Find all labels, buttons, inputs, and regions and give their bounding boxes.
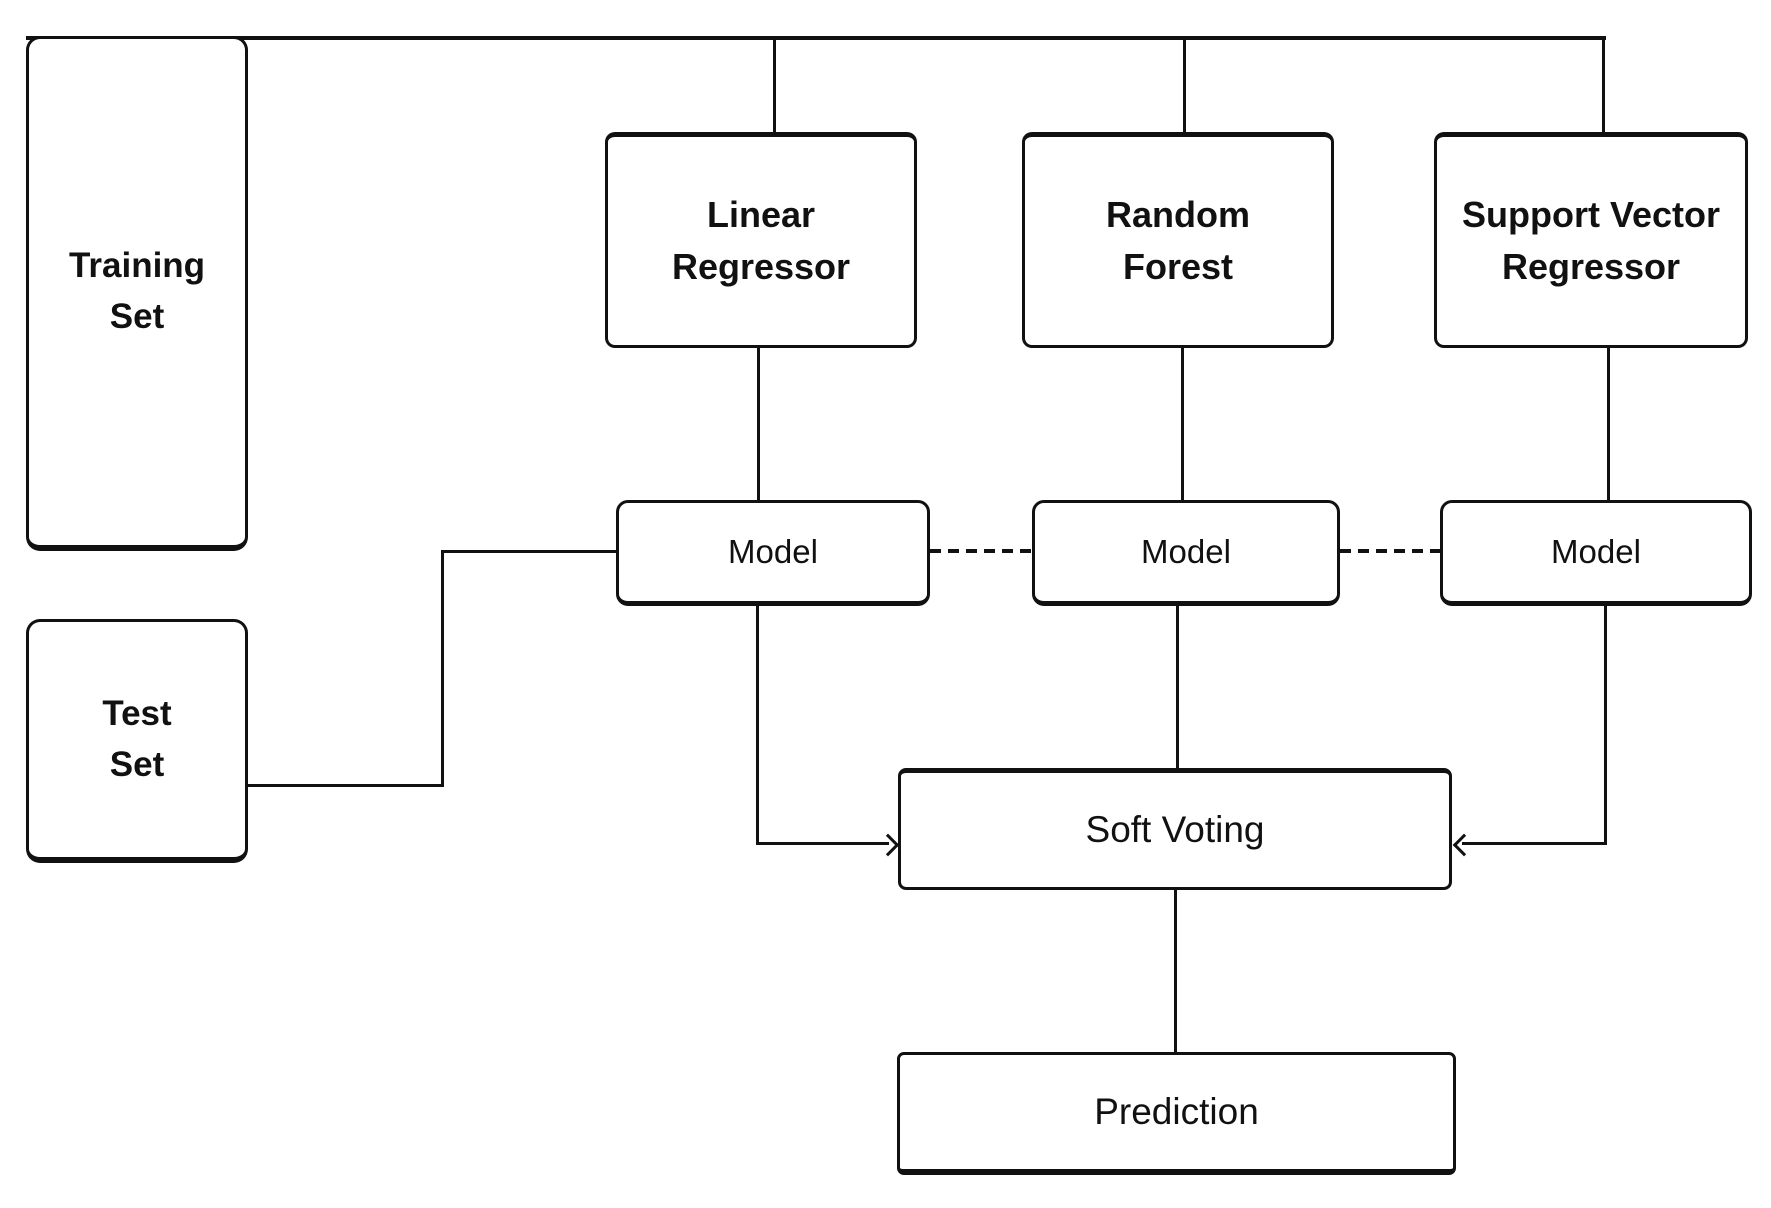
linear-regressor-label-line1: Linear (706, 193, 816, 235)
connector-dashed-model2-model3 (1340, 549, 1440, 553)
model-svr-label: Model (1551, 532, 1641, 570)
test-set-label-line1: Test (102, 693, 172, 733)
model-random-forest-node: Model (1032, 500, 1340, 606)
arrowhead-into-voting-left-icon (876, 833, 900, 857)
connector-linear-to-model (757, 345, 760, 503)
svr-label-line2: Regressor (1501, 246, 1681, 287)
soft-voting-node: Soft Voting (898, 768, 1452, 890)
connector-top-bus (26, 36, 1606, 40)
connector-drop-random-forest (1183, 38, 1186, 135)
model-random-forest-label: Model (1141, 532, 1231, 570)
connector-model3-down (1604, 603, 1607, 845)
training-set-label-line2: Set (109, 297, 165, 336)
connector-drop-linear-regressor (773, 38, 776, 135)
svr-label-line1: Support Vector (1461, 193, 1721, 235)
connector-model1-down (756, 603, 759, 845)
connector-dashed-model1-model2 (930, 549, 1032, 553)
model-svr-node: Model (1440, 500, 1752, 606)
linear-regressor-label-line2: Regressor (671, 246, 851, 287)
random-forest-label-line2: Forest (1122, 246, 1234, 287)
connector-model3-to-voting (1462, 842, 1607, 845)
connector-testset-vertical (441, 550, 444, 787)
random-forest-label-line1: Random (1106, 193, 1250, 235)
soft-voting-label: Soft Voting (1085, 808, 1265, 850)
connector-svr-to-model (1607, 345, 1610, 503)
prediction-node: Prediction (897, 1052, 1456, 1175)
connector-testset-horizontal (246, 784, 443, 787)
connector-model2-to-voting (1176, 603, 1179, 772)
model-linear-node: Model (616, 500, 930, 606)
connector-model1-to-voting (756, 842, 889, 845)
training-set-node: Training Set (26, 36, 248, 551)
prediction-label: Prediction (1094, 1090, 1259, 1132)
connector-drop-svr (1602, 36, 1605, 135)
test-set-node: Test Set (26, 619, 248, 863)
connector-testset-to-model1 (441, 550, 618, 553)
arrowhead-into-voting-right-icon (1452, 833, 1476, 857)
support-vector-regressor-node: Support Vector Regressor (1434, 132, 1748, 348)
connector-voting-to-prediction (1174, 888, 1177, 1056)
random-forest-node: Random Forest (1022, 132, 1334, 348)
connector-random-forest-to-model (1181, 345, 1184, 503)
model-linear-label: Model (728, 532, 818, 570)
training-set-label-line1: Training (68, 246, 206, 286)
linear-regressor-node: Linear Regressor (605, 132, 917, 348)
test-set-label-line2: Set (109, 744, 165, 784)
